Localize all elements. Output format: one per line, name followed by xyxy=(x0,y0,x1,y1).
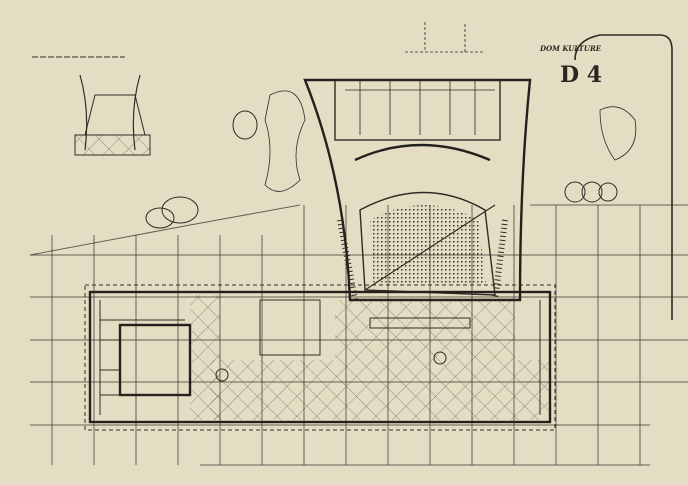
auditorium-block xyxy=(303,22,532,302)
landscape xyxy=(145,34,673,320)
theatre-diagram xyxy=(32,56,151,156)
sheet-code: D 4 xyxy=(560,62,602,88)
sheet-caption: DOM KULTURE xyxy=(539,44,602,53)
lower-building xyxy=(84,284,556,431)
